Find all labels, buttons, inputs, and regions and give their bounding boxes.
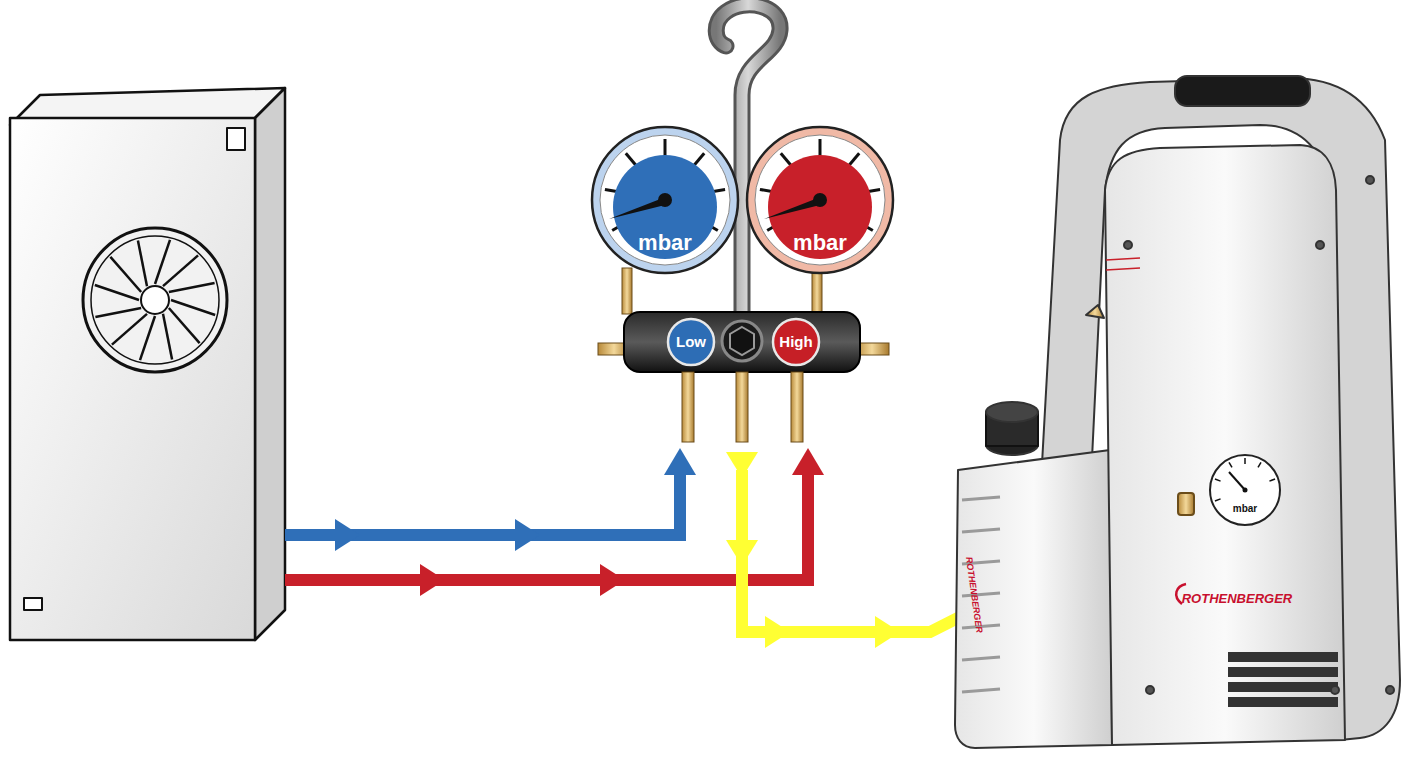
valve-knob: Low xyxy=(667,318,715,366)
pump-housing-outline xyxy=(1105,180,1345,740)
unit-label: mbar xyxy=(638,231,692,255)
valve-label: High xyxy=(779,334,812,351)
brand-name: ROTHENBERGER xyxy=(963,556,983,633)
unit-label: mbar xyxy=(1233,503,1257,514)
brand-name: ROTHENBERGER xyxy=(1182,592,1293,606)
vacuum-pump xyxy=(955,76,1400,748)
vacuum-gauge-outline xyxy=(1208,453,1282,527)
valve-label: Low xyxy=(676,334,706,351)
outdoor-unit xyxy=(10,88,285,640)
vacuum-gauge: mbar xyxy=(1208,453,1282,527)
pressure-gauge: mbar xyxy=(590,125,740,277)
manifold-body xyxy=(598,312,889,442)
pressure-gauge: mbar xyxy=(745,125,895,277)
pump-housing: ROTHENBERGER mbar xyxy=(1105,180,1345,740)
valve-knob: High xyxy=(772,318,820,366)
unit-label: mbar xyxy=(793,231,847,255)
